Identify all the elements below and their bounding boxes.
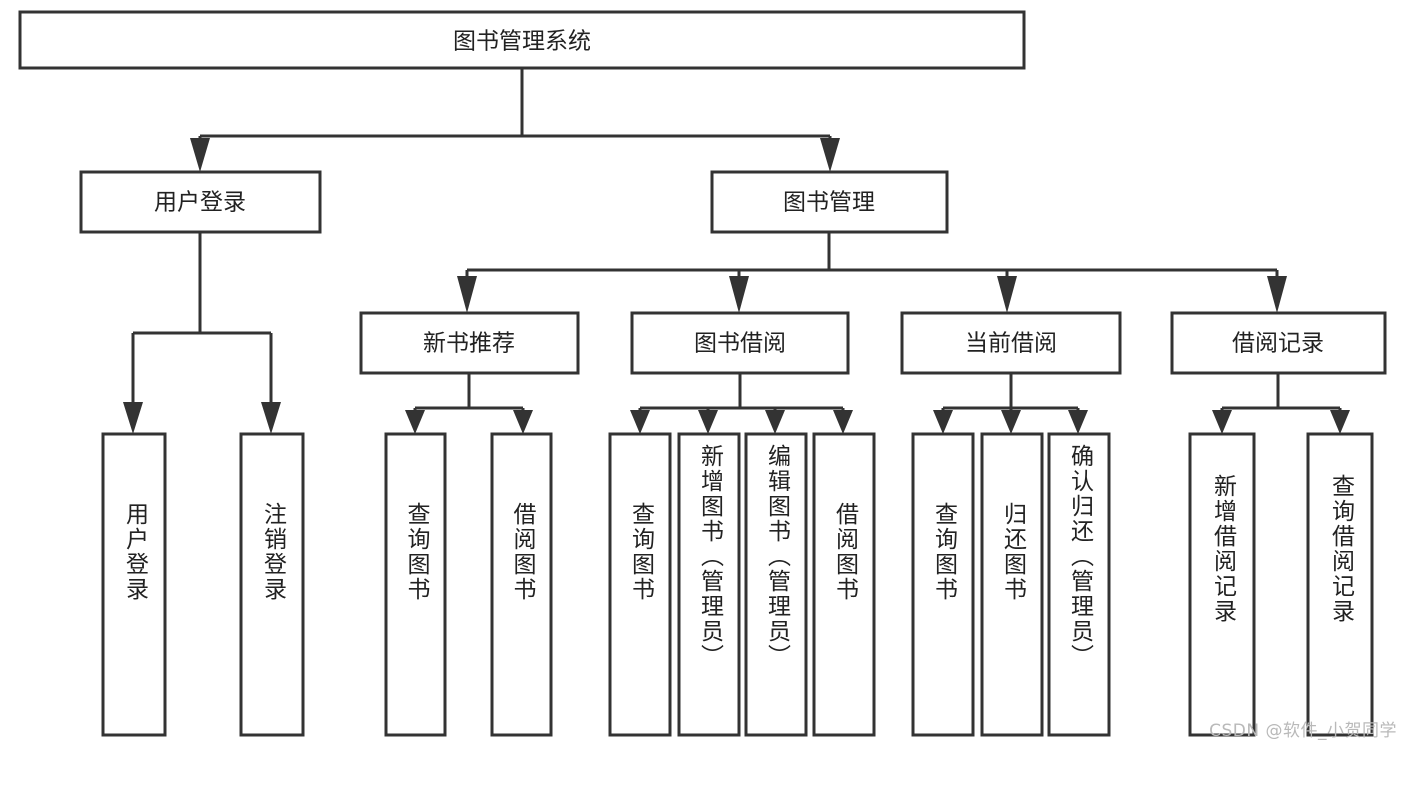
node-book-management-label: 图书管理 — [783, 190, 875, 216]
leaf-new-book-1-box[interactable] — [384, 432, 447, 737]
arrow-new-book-leaf-1-icon — [405, 410, 425, 434]
leaf-current-borrow-2-box[interactable] — [980, 432, 1044, 737]
leaf-current-borrow-3-box[interactable] — [1047, 432, 1111, 737]
arrow-borrow-record-leaf-2-icon — [1330, 410, 1350, 434]
arrow-level2-1-icon — [457, 276, 477, 313]
leaf-user-login-1-box[interactable] — [101, 432, 167, 737]
node-new-book-recommend-box[interactable] — [359, 311, 580, 375]
leaf-book-borrow-4-box[interactable] — [812, 432, 876, 737]
leaf-new-book-2-box[interactable] — [490, 432, 553, 737]
node-book-management-box[interactable] — [710, 170, 949, 234]
csdn-watermark: CSDN @软件_小贺同学 — [1209, 721, 1397, 741]
flowchart-canvas: 图书管理系统 用户登录 图书管理 — [18, 10, 1397, 741]
arrow-borrow-record-leaf-1-icon — [1212, 410, 1232, 434]
arrow-root-to-bookmgmt-icon — [820, 138, 840, 172]
leaf-current-borrow-1-box[interactable] — [911, 432, 975, 737]
leaf-borrow-record-1-box[interactable] — [1188, 432, 1256, 737]
arrow-new-book-leaf-2-icon — [513, 410, 533, 434]
node-current-borrow-box[interactable] — [900, 311, 1122, 375]
arrow-book-borrow-leaf-1-icon — [630, 410, 650, 434]
arrow-book-borrow-leaf-3-icon — [765, 410, 785, 434]
arrow-user-login-leaf-2-icon — [261, 402, 281, 434]
leaf-book-borrow-2-box[interactable] — [677, 432, 741, 737]
arrow-book-borrow-leaf-4-icon — [833, 410, 853, 434]
arrow-level2-2-icon — [729, 276, 749, 313]
node-borrow-record-box[interactable] — [1170, 311, 1387, 375]
arrow-level2-4-icon — [1267, 276, 1287, 313]
node-root-box[interactable] — [18, 10, 1026, 70]
arrow-current-borrow-leaf-2-icon — [1001, 410, 1021, 434]
node-borrow-record-label: 借阅记录 — [1232, 331, 1324, 357]
arrow-level2-3-icon — [997, 276, 1017, 313]
node-current-borrow-label: 当前借阅 — [965, 331, 1057, 357]
arrow-current-borrow-leaf-3-icon — [1068, 410, 1088, 434]
node-user-login-label: 用户登录 — [154, 190, 246, 216]
leaf-user-login-2-box[interactable] — [239, 432, 305, 737]
node-new-book-recommend-label: 新书推荐 — [423, 331, 515, 357]
node-root-label: 图书管理系统 — [453, 29, 591, 55]
node-book-borrow-label: 图书借阅 — [694, 331, 786, 357]
node-book-borrow-box[interactable] — [630, 311, 850, 375]
system-structure-diagram: 图书管理系统 用户登录 图书管理 — [18, 10, 1387, 737]
leaf-book-borrow-3-box[interactable] — [744, 432, 808, 737]
arrow-book-borrow-leaf-2-icon — [698, 410, 718, 434]
leaf-borrow-record-2-box[interactable] — [1306, 432, 1374, 737]
arrow-current-borrow-leaf-1-icon — [933, 410, 953, 434]
arrow-user-login-leaf-1-icon — [123, 402, 143, 434]
arrow-root-to-userlogin-icon — [190, 138, 210, 172]
leaf-book-borrow-1-box[interactable] — [608, 432, 672, 737]
